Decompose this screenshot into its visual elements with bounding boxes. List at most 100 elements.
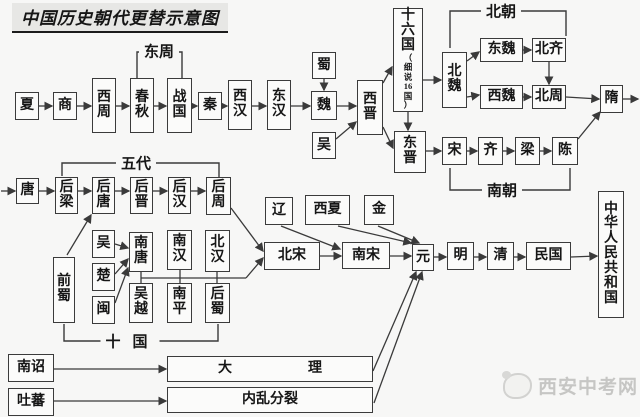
arrow-line — [114, 241, 130, 251]
node-char: 春 — [135, 89, 149, 105]
node-char: 国 — [604, 290, 618, 306]
node-char: 北 — [447, 64, 462, 80]
arrow-line — [114, 266, 130, 304]
node-char: 东 — [403, 136, 417, 152]
node-shu: 蜀 — [312, 52, 336, 79]
node-char: 越 — [134, 302, 148, 317]
arrow-line — [570, 251, 599, 261]
node-char: 后 — [134, 179, 149, 195]
arrow-line — [337, 225, 413, 246]
node-qing: 清 — [487, 242, 514, 270]
node-dongwei: 东魏 — [480, 38, 523, 62]
watermark: 西安中考网 — [502, 370, 639, 399]
node-xia: 夏 — [15, 92, 39, 120]
arrow-line — [382, 126, 394, 150]
node-char: 平 — [172, 302, 187, 317]
node-char: 中 — [604, 201, 618, 217]
node-char: 南 — [172, 287, 187, 303]
node-subchar: 国 — [403, 90, 413, 101]
node-wu-sanguo: 吴 — [312, 132, 336, 159]
node-houtang: 后唐 — [92, 177, 115, 214]
node-nansong: 南宋 — [342, 242, 390, 269]
group-label-beichao: 北朝 — [480, 0, 522, 22]
arrow-line — [373, 270, 424, 404]
arrow-line — [466, 91, 481, 101]
arrow-line — [377, 225, 421, 245]
node-neiluan: 内乱分裂 — [167, 387, 373, 413]
node-minguo: 民国 — [526, 242, 571, 270]
node-char: 后 — [96, 179, 111, 195]
node-char: 周 — [97, 104, 111, 120]
node-char: 汉 — [172, 194, 187, 210]
node-nanhan: 南汉 — [167, 230, 192, 270]
node-char: 后 — [172, 179, 187, 195]
node-xiwei: 西魏 — [480, 85, 523, 109]
node-subchar: 细 — [403, 62, 413, 73]
node-beizhou: 北周 — [532, 85, 566, 109]
node-char: 东 — [272, 89, 286, 105]
node-char: 北 — [210, 235, 225, 251]
node-houzhou: 后周 — [206, 177, 231, 215]
node-char: 民 — [604, 246, 618, 262]
node-xijin: 西晋 — [357, 80, 383, 135]
arrow-line — [466, 51, 481, 62]
arrow-line — [280, 225, 342, 251]
watermark-panda-icon — [502, 370, 532, 399]
node-char: 蜀 — [210, 302, 225, 317]
node-qianshu: 前蜀 — [53, 257, 75, 323]
node-donghan: 东汉 — [267, 80, 291, 130]
watermark-text: 西安中考网 — [538, 377, 639, 398]
arrow-line — [66, 213, 92, 256]
node-char: 晋 — [134, 194, 149, 210]
node-beiqi: 北齐 — [532, 38, 566, 62]
node-char: 西 — [363, 91, 377, 107]
arrow-line — [565, 93, 601, 104]
node-char: 唐 — [96, 194, 111, 210]
node-char: 人 — [604, 231, 618, 247]
node-char: 战 — [172, 89, 187, 105]
node-wu-shiguo: 吴 — [92, 230, 115, 258]
node-subchar: 16 — [403, 81, 413, 92]
node-dongjin: 东晋 — [394, 131, 426, 173]
node-liang: 梁 — [515, 137, 540, 165]
node-char: 前 — [57, 274, 71, 290]
node-char: 晋 — [403, 151, 417, 166]
node-char: 唐 — [134, 251, 148, 266]
page-title: 中国历史朝代更替示意图 — [12, 3, 228, 33]
node-char: 六 — [401, 23, 415, 39]
node-houshu: 后蜀 — [205, 283, 230, 323]
node-char: 十 — [401, 8, 415, 24]
node-dali: 大理 — [167, 356, 373, 382]
node-sui: 隋 — [600, 85, 623, 113]
node-houjin: 后晋 — [130, 177, 153, 214]
node-char: 秋 — [135, 104, 149, 120]
group-label-dongzhou: 东周 — [138, 40, 180, 62]
node-wuyue: 吴越 — [129, 283, 153, 323]
node-qin: 秦 — [198, 92, 222, 120]
node-char: 后 — [59, 179, 74, 195]
node-char: 南 — [172, 234, 187, 250]
node-char: 汉 — [210, 250, 225, 265]
node-nanzhao: 南诏 — [8, 354, 54, 382]
node-char: 吴 — [134, 287, 148, 303]
node-char: 梁 — [59, 194, 74, 210]
arrow-line — [382, 65, 393, 84]
node-wei: 魏 — [311, 91, 337, 120]
arrow-line — [335, 121, 358, 140]
node-char: 国 — [401, 37, 415, 53]
arrow-line — [577, 110, 601, 140]
node-char: 南 — [134, 236, 148, 252]
node-subchar: ） — [403, 100, 413, 111]
node-jin: 金 — [364, 195, 394, 225]
node-prc: 中华人民共和国 — [598, 191, 624, 318]
node-houliang: 后梁 — [55, 177, 78, 214]
arrow-line — [230, 207, 264, 253]
node-char: 和 — [604, 275, 618, 291]
node-char: 蜀 — [57, 289, 71, 304]
node-char: 晋 — [363, 106, 377, 122]
arrow-line — [245, 256, 264, 279]
node-xizhou: 西周 — [92, 78, 116, 133]
node-char: 后 — [211, 180, 226, 196]
